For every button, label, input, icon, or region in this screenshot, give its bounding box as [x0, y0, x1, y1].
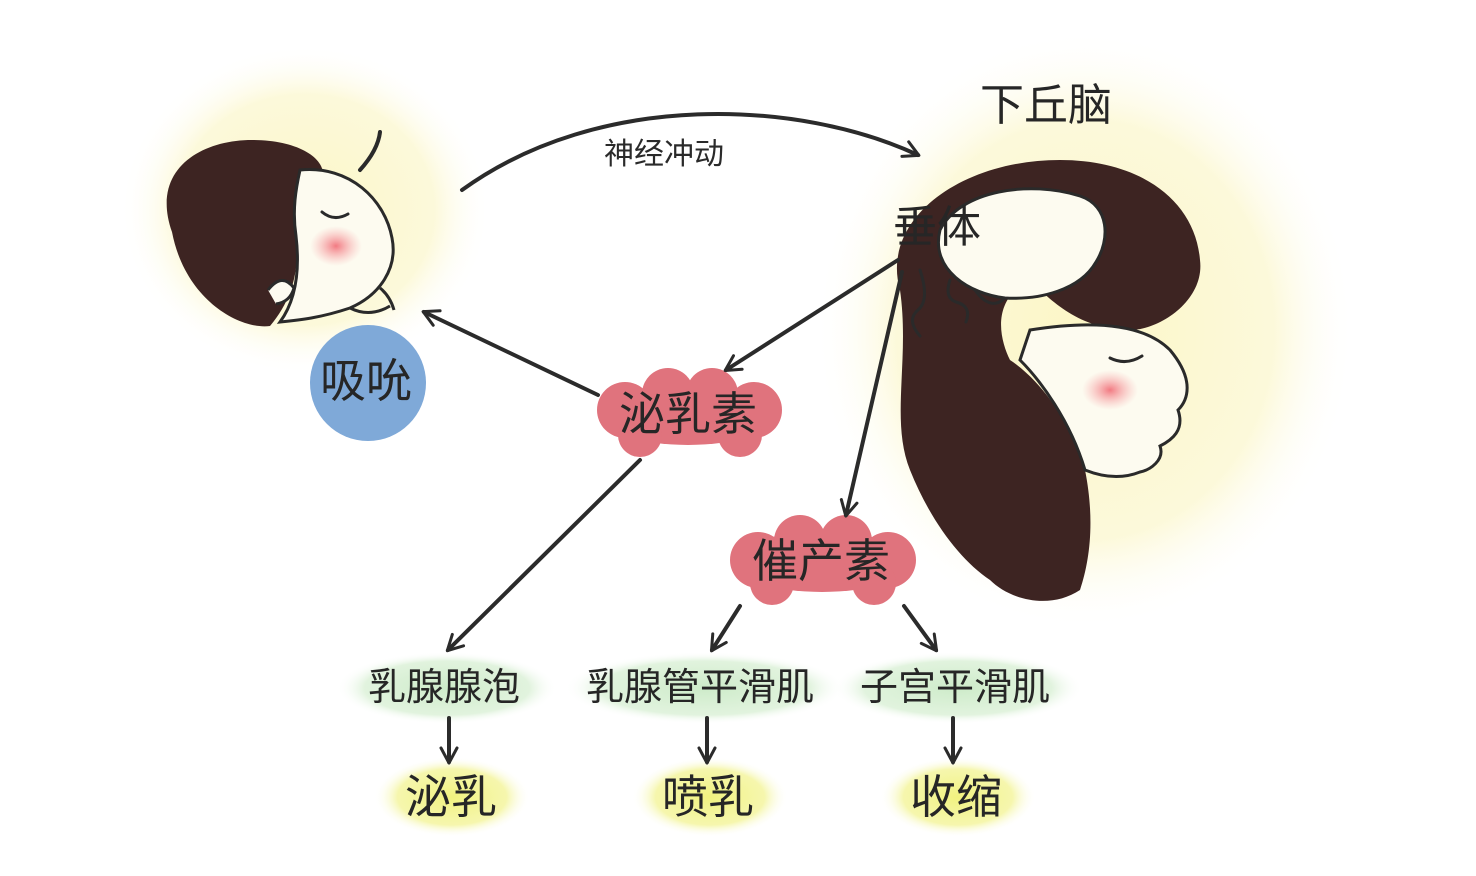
arrows	[421, 112, 963, 765]
arrow-pituitary-to-oxytocin	[839, 270, 904, 518]
uterine-smooth-muscle-label: 子宫平滑肌	[860, 665, 1051, 709]
prolactin-bubble	[597, 368, 782, 457]
baby-neck	[349, 286, 396, 314]
mother-head	[896, 160, 1201, 601]
mother-cheek	[1082, 370, 1138, 410]
oxytocin-bubble	[730, 515, 916, 605]
oxytocin-label: 催产素	[752, 534, 890, 588]
baby-mouth-line	[358, 130, 382, 172]
contraction-label: 收缩	[910, 770, 1002, 824]
arrow-oxytocin-to-duct	[709, 604, 742, 653]
lactation-glow	[374, 757, 530, 837]
brain-outline	[937, 187, 1107, 300]
alveoli-label: 乳腺腺泡	[368, 665, 521, 709]
milk-ejection-label: 喷乳	[662, 770, 754, 824]
nerve-impulse-label: 神经冲动	[604, 137, 724, 172]
sucking-label: 吸吮	[320, 354, 412, 408]
baby-ear	[266, 279, 296, 306]
ejection-glow	[632, 757, 788, 837]
arrow-oxytocin-to-uterus	[902, 604, 939, 653]
duct-smooth-muscle-label: 乳腺管平滑肌	[586, 665, 815, 709]
arrow-prolactin-to-alveoli	[445, 458, 642, 653]
pituitary-label: 垂体	[893, 202, 981, 253]
uterus-glow	[833, 652, 1083, 724]
duct-glow	[565, 652, 845, 724]
mother-eye	[1108, 354, 1144, 363]
prolactin-label: 泌乳素	[619, 387, 757, 441]
baby-eye	[320, 210, 350, 219]
arrow-pituitary-to-prolactin	[723, 258, 900, 373]
sucking-bubble	[310, 325, 426, 441]
pituitary-sketch	[911, 268, 1005, 338]
lactation-label: 泌乳	[405, 770, 497, 824]
contraction-glow	[880, 757, 1036, 837]
baby-cheek	[310, 226, 362, 266]
arrow-nerve-impulse	[460, 112, 921, 192]
alveoli-glow	[337, 652, 557, 724]
arrow-prolactin-to-sucking	[421, 309, 600, 397]
hypothalamus-label: 下丘脑	[980, 80, 1112, 131]
baby-head	[166, 130, 396, 327]
